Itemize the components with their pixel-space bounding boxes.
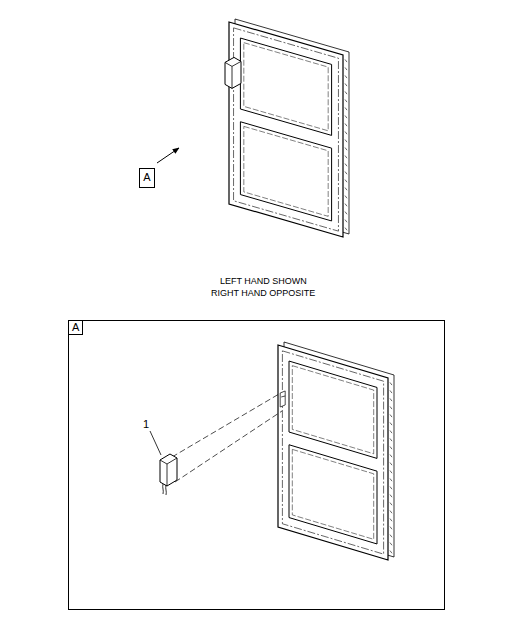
frame-texture [390, 455, 392, 458]
frame-texture [390, 511, 392, 514]
glass-pane [289, 361, 377, 458]
frame-texture [345, 148, 347, 151]
frame-texture [345, 124, 347, 127]
frame-outline [229, 22, 343, 237]
detail-letter-box: A [69, 321, 83, 335]
frame-texture [345, 212, 347, 215]
latch-mount [280, 391, 285, 407]
latch-edge [160, 458, 177, 486]
frame-texture [345, 228, 347, 231]
frame-texture [345, 108, 347, 111]
frame-texture [345, 59, 347, 62]
frame-texture [390, 447, 392, 450]
frame-texture [390, 423, 392, 426]
frame-texture [345, 164, 347, 167]
view-letter: A [142, 171, 152, 184]
frame-texture [390, 487, 392, 490]
frame-texture [345, 196, 347, 199]
glass-pane [240, 38, 331, 135]
pane-seal [244, 126, 328, 216]
latch-part [150, 394, 282, 495]
leader-line [150, 431, 161, 455]
pane-seal [244, 43, 328, 131]
latch-edge [225, 61, 241, 88]
frame-texture [345, 75, 347, 78]
frame-texture [390, 479, 392, 482]
frame-texture [390, 519, 392, 522]
glass-pane [289, 445, 377, 544]
frame-texture [345, 100, 347, 103]
frame-texture [345, 140, 347, 143]
frame-texture [390, 471, 392, 474]
pane-seal [292, 449, 373, 539]
glass-pane [240, 122, 331, 221]
frame-texture [390, 398, 392, 401]
callout-number: 1 [143, 418, 149, 430]
frame-texture [345, 172, 347, 175]
window-frame [278, 342, 394, 560]
frame-texture [390, 431, 392, 434]
latch-cable [163, 484, 167, 495]
frame-texture [345, 204, 347, 207]
detail-frame: A [68, 320, 445, 610]
pane-seal [292, 366, 373, 454]
latch [225, 57, 241, 88]
phantom-line [175, 411, 282, 482]
window-assembly [225, 19, 349, 237]
frame-texture [345, 156, 347, 159]
frame-texture [390, 503, 392, 506]
latch-body [160, 454, 177, 486]
note-text: RIGHT HAND OPPOSITE [211, 288, 315, 298]
frame-texture [390, 414, 392, 417]
frame-texture [345, 67, 347, 70]
frame-texture [345, 116, 347, 119]
frame-inner [282, 351, 383, 554]
view-label-box: A [139, 168, 155, 188]
frame-texture [390, 495, 392, 498]
frame-inner [234, 28, 339, 231]
frame-outline [278, 345, 388, 560]
view-arrow [157, 148, 179, 163]
frame-texture [390, 527, 392, 530]
view-letter: A [72, 321, 79, 334]
frame-texture [390, 439, 392, 442]
note-text: LEFT HAND SHOWN [220, 276, 307, 286]
phantom-line [172, 394, 279, 457]
frame-texture [390, 463, 392, 466]
frame-texture [390, 382, 392, 385]
frame-texture [345, 91, 347, 94]
frame-texture [345, 188, 347, 191]
frame-texture [390, 390, 392, 393]
frame-texture [345, 180, 347, 183]
frame-texture [345, 132, 347, 135]
frame-texture [390, 535, 392, 538]
frame-texture [345, 83, 347, 86]
frame-texture [390, 406, 392, 409]
frame-texture [390, 543, 392, 546]
frame-texture [345, 220, 347, 223]
frame-texture [390, 551, 392, 554]
